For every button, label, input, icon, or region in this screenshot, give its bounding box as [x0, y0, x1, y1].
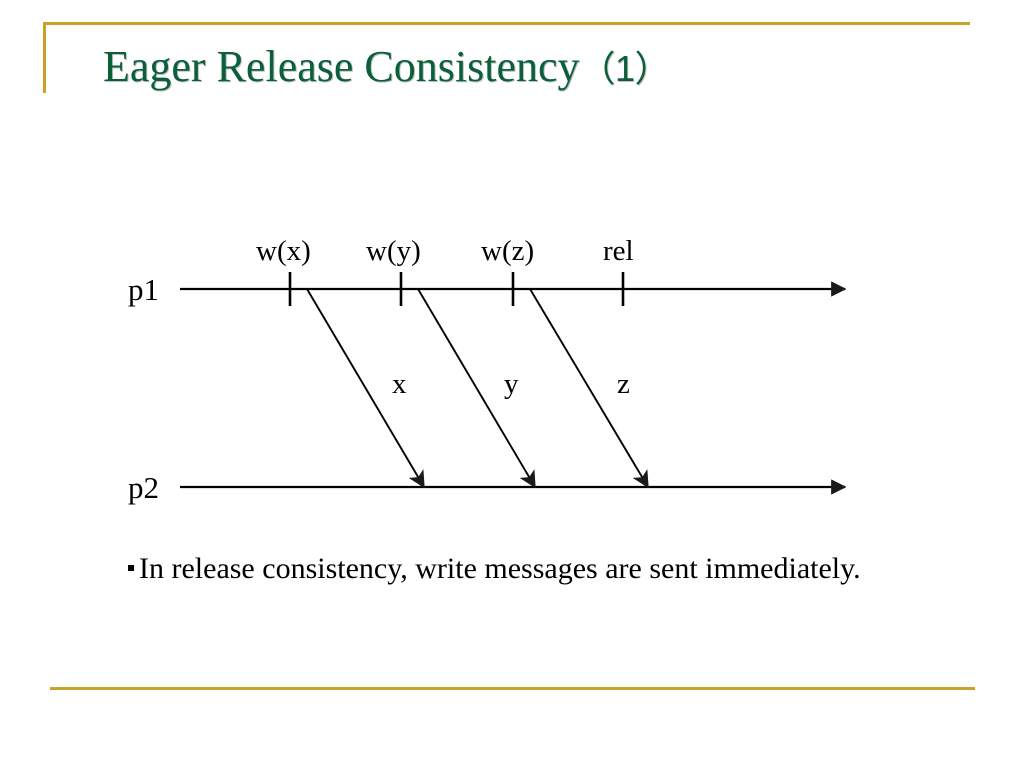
body-bullet: In release consistency, write messages a… — [128, 552, 861, 586]
body-bullet-text: In release consistency, write messages a… — [139, 552, 861, 585]
message-label-x: x — [392, 368, 407, 400]
bottom-accent-rule — [50, 687, 975, 690]
slide-title: Eager Release Consistency（1） — [103, 42, 671, 91]
message-arrow-y — [417, 288, 536, 489]
message-arrow-z — [529, 288, 649, 489]
message-arrow-x — [306, 288, 425, 489]
message-label-y: y — [504, 368, 519, 400]
event-label-wy: w(y) — [366, 235, 421, 267]
left-accent-rule — [43, 22, 46, 93]
diagram-shapes — [180, 272, 847, 495]
process-label-p1: p1 — [128, 272, 159, 307]
top-accent-rule — [43, 22, 970, 25]
square-bullet-icon — [128, 565, 134, 571]
event-label-wz: w(z) — [481, 235, 535, 267]
slide-title-main: Eager Release Consistency — [103, 42, 580, 91]
slide-title-suffix: （1） — [579, 48, 671, 89]
event-label-rel: rel — [603, 235, 634, 267]
event-label-wx: w(x) — [256, 235, 311, 267]
message-label-z: z — [617, 368, 630, 400]
process-label-p2: p2 — [128, 470, 159, 505]
